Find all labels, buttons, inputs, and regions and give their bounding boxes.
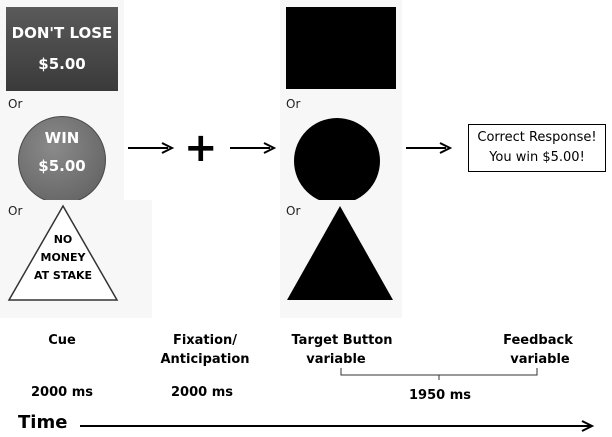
time-label: Time bbox=[18, 412, 68, 433]
timing-fixation: 2000 ms bbox=[171, 385, 233, 400]
cue-or-label-1: Or bbox=[8, 97, 23, 111]
timing-cue: 2000 ms bbox=[31, 385, 93, 400]
fixation-cross: + bbox=[184, 125, 218, 171]
label-cue: Cue bbox=[48, 333, 76, 348]
arrow-cue-to-fixation bbox=[128, 142, 175, 154]
cue-square-line2: $5.00 bbox=[38, 55, 86, 73]
target-or-label-1: Or bbox=[286, 97, 301, 111]
feedback-line1: Correct Response! bbox=[477, 130, 597, 145]
cue-circle-line1: WIN bbox=[44, 129, 80, 147]
target-circle bbox=[294, 118, 380, 204]
label-feedback-line1: Feedback bbox=[503, 333, 573, 348]
feedback-box: Correct Response! You win $5.00! bbox=[468, 124, 606, 172]
cue-square-line1: DON'T LOSE bbox=[11, 24, 113, 42]
timing-bracket bbox=[340, 368, 538, 380]
time-arrow bbox=[80, 420, 595, 432]
target-triangle bbox=[287, 206, 393, 300]
cue-no-money-triangle bbox=[7, 204, 119, 301]
cue-triangle-line3: AT STAKE bbox=[33, 269, 93, 282]
label-target-line1: Target Button bbox=[291, 333, 393, 348]
target-square bbox=[286, 7, 396, 89]
cue-dont-lose-square: DON'T LOSE $5.00 bbox=[6, 7, 118, 91]
cue-triangle-line1: NO bbox=[53, 233, 73, 246]
feedback-line2: You win $5.00! bbox=[489, 150, 585, 165]
cue-triangle-line2: MONEY bbox=[40, 251, 86, 264]
target-or-label-2: Or bbox=[286, 204, 301, 218]
timing-target-feedback: 1950 ms bbox=[409, 388, 471, 403]
label-target-line2: variable bbox=[306, 352, 366, 367]
label-fixation-line1: Fixation/ bbox=[172, 333, 238, 348]
label-feedback-line2: variable bbox=[510, 352, 570, 367]
arrow-fixation-to-target bbox=[230, 142, 277, 154]
cue-or-label-2: Or bbox=[8, 204, 23, 218]
arrow-target-to-feedback bbox=[406, 142, 453, 154]
label-fixation-line2: Anticipation bbox=[160, 352, 250, 367]
cue-circle-line2: $5.00 bbox=[38, 157, 86, 175]
cue-win-circle: WIN $5.00 bbox=[18, 116, 106, 204]
